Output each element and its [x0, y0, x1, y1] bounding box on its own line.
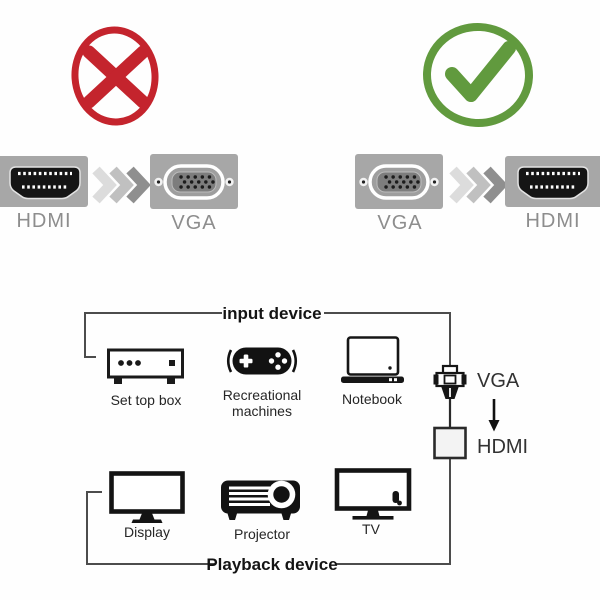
set-top-box-icon: [107, 348, 184, 384]
adapter-box-icon: [433, 426, 467, 460]
hdmi-connector-icon: [505, 156, 600, 207]
check-badge-icon: [423, 22, 533, 128]
output-group-title: Playback device: [206, 555, 338, 574]
tv-icon: [334, 468, 412, 520]
input-group-bracket: [84, 312, 451, 366]
monitor-icon: [109, 471, 185, 523]
correct-target-label: HDMI: [525, 210, 581, 232]
wrong-target-label: VGA: [171, 212, 217, 234]
notebook-label: Notebook: [342, 391, 402, 407]
cross-badge-icon: [71, 26, 159, 126]
display-label: Display: [124, 524, 170, 540]
game-controller-icon: [226, 347, 298, 375]
adapter-to-label: HDMI: [477, 436, 529, 458]
adapter-from-label: VGA: [477, 370, 520, 392]
wrong-source-label: HDMI: [16, 210, 72, 232]
correct-source-label: VGA: [377, 212, 423, 234]
set-top-box-label: Set top box: [110, 392, 182, 408]
input-group-title: input device: [222, 304, 322, 323]
vga-plug-icon: [433, 364, 467, 399]
recreational-machines-label: Recreational machines: [222, 387, 302, 420]
vga-connector-icon: [148, 152, 240, 211]
hdmi-connector-icon: [0, 156, 88, 207]
arrow-chevrons-icon: [453, 170, 501, 200]
vga-connector-icon: [353, 152, 445, 211]
arrow-chevrons-icon: [96, 170, 144, 200]
projector-icon: [221, 480, 300, 520]
tv-label: TV: [362, 521, 380, 537]
laptop-icon: [341, 336, 404, 383]
output-group-bracket: [86, 458, 451, 565]
down-arrow-icon: [488, 399, 500, 432]
projector-label: Projector: [233, 526, 291, 542]
